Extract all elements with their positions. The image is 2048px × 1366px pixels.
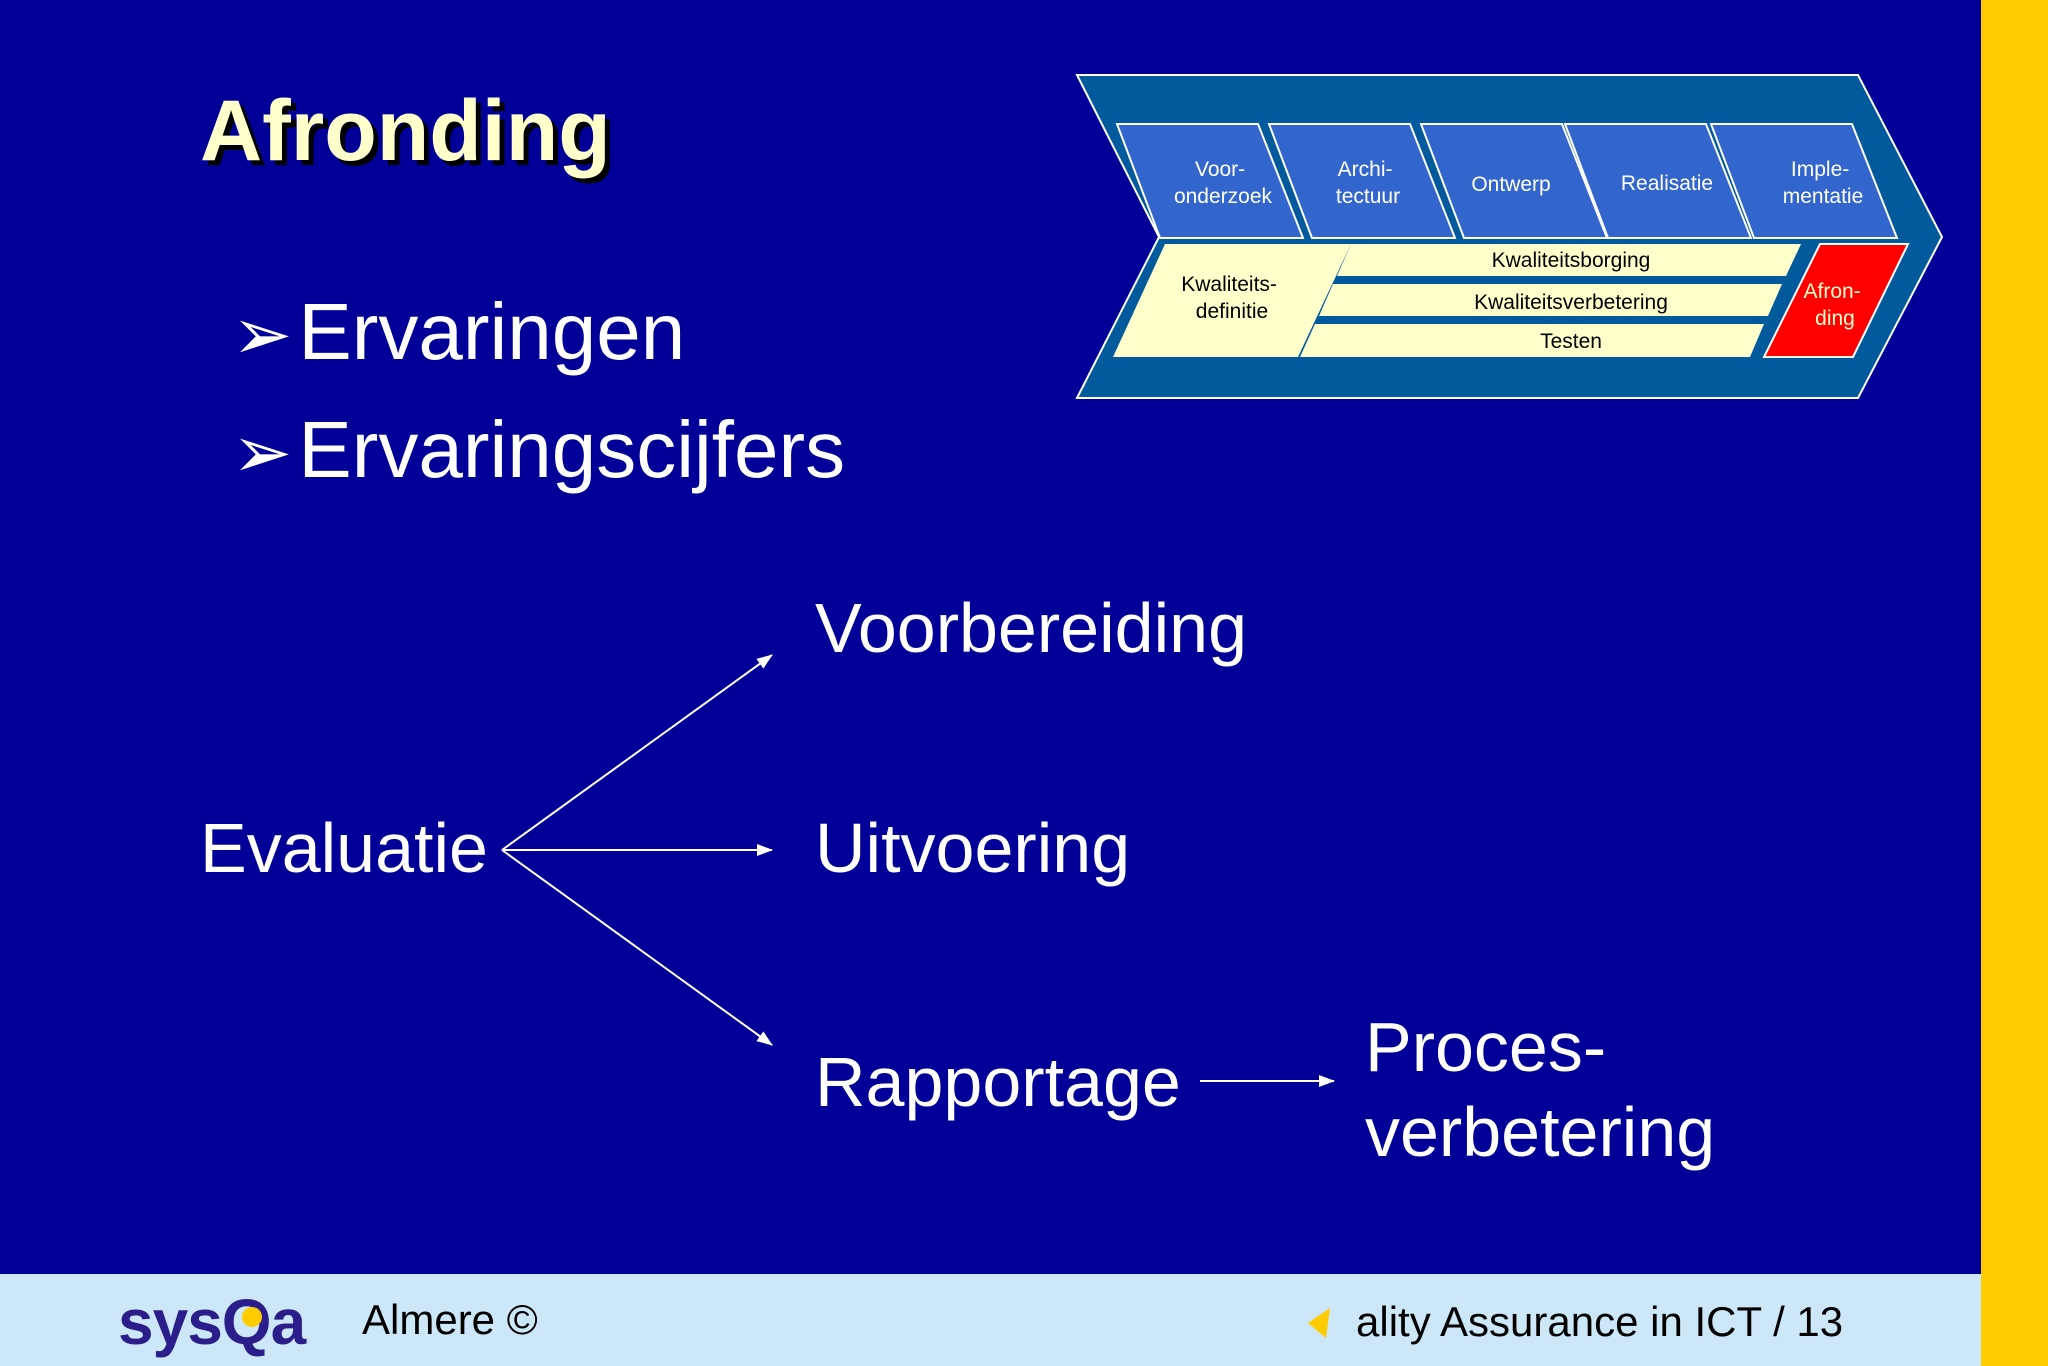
arrow-to-voorbereiding <box>501 654 773 851</box>
phase-line: Voor- <box>1195 158 1245 181</box>
phase-line: ding <box>1815 307 1855 330</box>
phase-line: definitie <box>1196 300 1268 323</box>
node-rapportage: Rapportage <box>815 1043 1181 1121</box>
phase-line: Realisatie <box>1621 172 1713 195</box>
phase-label: Ontwerp <box>1471 173 1550 196</box>
phase-line: Kwaliteits- <box>1181 273 1277 296</box>
band-label: Kwaliteitsverbetering <box>1474 291 1668 314</box>
logo-text: a <box>270 1286 307 1358</box>
phase-line: Ontwerp <box>1471 173 1550 196</box>
node-evaluatie: Evaluatie <box>200 809 488 887</box>
phase-line: Imple- <box>1791 158 1849 181</box>
phase-top-row: Voor- onderzoek Archi- tectuur Ontwerp R… <box>1115 123 1899 239</box>
bullet-arrow-icon: ➢ <box>232 295 293 375</box>
bullet-arrow-icon: ➢ <box>232 413 293 493</box>
phase-box <box>1115 123 1305 239</box>
phase-label: Imple- mentatie <box>1783 158 1864 208</box>
footer-course-title: ality Assurance in ICT / 13 <box>1356 1298 1844 1345</box>
quality-q-icon <box>1308 1308 1330 1338</box>
node-proces-line2: verbetering <box>1365 1093 1716 1171</box>
band-box <box>1337 244 1801 276</box>
phase-line: Archi- <box>1338 158 1393 181</box>
phase-line: mentatie <box>1783 185 1864 208</box>
phase-line: Afron- <box>1803 280 1860 303</box>
band-label: Testen <box>1540 330 1602 353</box>
phase-line: onderzoek <box>1174 185 1273 208</box>
sysqa-logo: sysQa <box>118 1285 307 1359</box>
node-voorbereiding: Voorbereiding <box>815 589 1247 667</box>
quality-definition-label: Kwaliteits- definitie <box>1181 273 1283 323</box>
bullet-text: Ervaringscijfers <box>298 405 846 494</box>
band-box <box>1300 324 1764 357</box>
phase-label: Voor- onderzoek <box>1174 158 1273 208</box>
phase-label: Realisatie <box>1621 172 1713 195</box>
arrow-to-rapportage <box>501 849 773 1046</box>
phase-box <box>1563 123 1753 239</box>
logo-dot-icon <box>241 1307 262 1327</box>
slide-title: Afronding <box>200 83 611 179</box>
flow-arrows <box>501 654 1335 1087</box>
phase-box <box>1709 123 1899 239</box>
footer-location: Almere © <box>362 1296 538 1343</box>
accent-bar <box>1981 0 2048 1366</box>
node-proces-line1: Proces- <box>1365 1008 1607 1086</box>
afronding-label: Afron- ding <box>1803 280 1866 330</box>
footer-bar <box>0 1274 1981 1366</box>
quality-definition-box <box>1113 244 1351 357</box>
bullet-item: ➢Ervaringscijfers <box>232 404 845 496</box>
phase-line: tectuur <box>1336 185 1400 208</box>
bullet-text: Ervaringen <box>298 287 686 376</box>
afronding-highlight-box <box>1762 243 1910 358</box>
band-box <box>1319 284 1782 316</box>
logo-text: sys <box>118 1286 223 1358</box>
bullet-item: ➢Ervaringen <box>232 286 685 378</box>
node-uitvoering: Uitvoering <box>815 809 1131 887</box>
phase-box <box>1267 123 1457 239</box>
quality-block: Kwaliteits- definitie Kwaliteitsborging … <box>1113 243 1910 358</box>
logo-q: Q <box>222 1285 272 1359</box>
phase-label: Archi- tectuur <box>1336 158 1400 208</box>
phase-diagram: Voor- onderzoek Archi- tectuur Ontwerp R… <box>1075 74 1944 399</box>
band-label: Kwaliteitsborging <box>1492 249 1651 272</box>
